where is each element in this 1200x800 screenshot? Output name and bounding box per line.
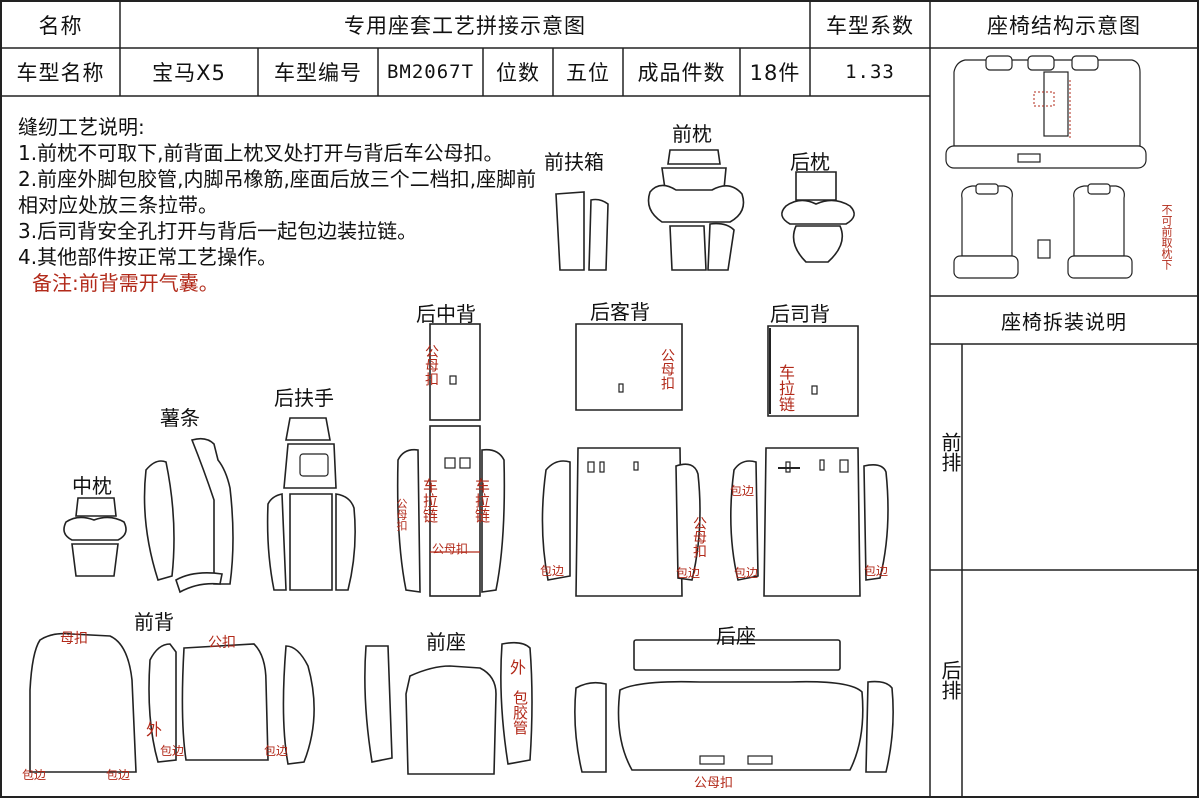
annot-edge-rear-passenger-right: 包边 (676, 566, 701, 580)
label-rear-armrest: 后扶手 (274, 386, 334, 410)
model-code: BM2067T (386, 61, 475, 83)
annot-zipper-rear-middle-left: 车拉链 (421, 478, 439, 523)
notes-item-1: 1.前枕不可取下,前背面上枕叉处打开与背后车公母扣。 (18, 141, 504, 165)
label-rear-middle-back: 后中背 (416, 302, 476, 326)
annot-edge-front-back-1: 包边 (160, 744, 185, 758)
structure-title: 座椅结构示意图 (987, 13, 1141, 38)
coef-label: 车型系数 (826, 13, 914, 38)
label-front-armrest: 前扶箱 (544, 150, 604, 174)
label-rear-seat: 后座 (716, 624, 756, 648)
middle-pillow-pattern (63, 497, 127, 577)
label-front-pillow: 前枕 (672, 122, 712, 146)
rear-middle-back-pattern (396, 323, 506, 597)
pieces-value: 18件 (749, 61, 801, 85)
model-name: 宝马X5 (152, 61, 226, 85)
annot-rubber-tube: 包胶管 (511, 690, 529, 735)
front-pillow-pattern (647, 149, 745, 271)
front-row-label: 前排 (938, 432, 962, 472)
front-back-pattern (29, 632, 315, 773)
rear-seat-pattern (574, 639, 894, 773)
label-strip: 薯条 (160, 406, 200, 430)
label-front-back: 前背 (134, 610, 174, 634)
rear-pillow-pattern (781, 171, 855, 263)
seat-structure-sketch (945, 55, 1147, 279)
annot-male-front-back: 公扣 (208, 635, 236, 651)
notes-item-4: 4.其他部件按正常工艺操作。 (18, 245, 278, 269)
rear-armrest-pattern (266, 417, 356, 591)
annot-edge-front-back-4: 包边 (106, 768, 131, 782)
pieces-label: 成品件数 (637, 61, 726, 85)
rear-driver-back-pattern (730, 325, 889, 597)
label-front-seat: 前座 (426, 630, 466, 654)
seats-value: 五位 (566, 61, 610, 85)
annot-zipper-rear-middle-right: 车拉链 (473, 478, 491, 523)
annot-edge-rear-passenger-left: 包边 (540, 564, 565, 578)
annot-front-removable: 不可前取枕下 (1160, 204, 1173, 270)
notes-remark: 备注:前背需开气囊。 (32, 271, 219, 295)
annot-edge-front-back-2: 包边 (264, 744, 289, 758)
annot-edge-rear-driver-right: 包边 (864, 564, 889, 578)
disassembly-title: 座椅拆装说明 (1001, 309, 1127, 334)
coef-value: 1.33 (845, 61, 895, 83)
notes-item-3: 3.后司背安全孔打开与背后一起包边装拉链。 (18, 219, 418, 243)
name-label: 名称 (38, 13, 83, 38)
label-rear-pillow: 后枕 (790, 150, 830, 174)
notes-item-2: 2.前座外脚包胶管,内脚吊橡筋,座面后放三个二档扣,座脚前相对应处放三条拉带。 (18, 167, 537, 217)
annot-female-front-back: 母扣 (60, 631, 88, 647)
front-armrest-pattern (555, 191, 609, 271)
seats-label: 位数 (496, 61, 540, 85)
annot-snap-rear-middle-side: 公母扣 (395, 498, 408, 531)
annot-edge-front-back-3: 包边 (22, 768, 47, 782)
model-name-label: 车型名称 (16, 61, 105, 85)
annot-snap-rear-seat: 公母扣 (694, 776, 734, 791)
annot-edge-rear-driver-top: 包边 (730, 484, 755, 498)
label-rear-passenger-back: 后客背 (590, 300, 650, 324)
annot-outer-front-back: 外 (146, 720, 163, 739)
annot-snap-rear-passenger-side: 公母扣 (691, 516, 707, 558)
strip-pattern (143, 437, 234, 594)
rear-row-label: 后排 (938, 660, 962, 700)
sewing-notes: 缝纫工艺说明: 1.前枕不可取下,前背面上枕叉处打开与背后车公母扣。 2.前座外… (18, 114, 538, 296)
page-title: 专用座套工艺拼接示意图 (344, 13, 586, 38)
annot-snap-rear-middle: 公母扣 (423, 344, 439, 386)
model-code-label: 车型编号 (274, 61, 362, 85)
rear-passenger-back-pattern (541, 323, 701, 597)
annot-snap-rear-passenger: 公母扣 (659, 348, 675, 390)
label-middle-pillow: 中枕 (72, 474, 112, 498)
front-seat-pattern (364, 641, 533, 775)
notes-title: 缝纫工艺说明: (18, 115, 145, 139)
annot-zipper-rear-driver: 车拉链 (776, 364, 795, 412)
annot-edge-rear-driver-left: 包边 (734, 566, 759, 580)
label-rear-driver-back: 后司背 (770, 302, 830, 326)
annot-snap-rear-middle-bottom: 公母扣 (432, 542, 469, 556)
annot-outer-front-seat: 外 (510, 658, 527, 677)
